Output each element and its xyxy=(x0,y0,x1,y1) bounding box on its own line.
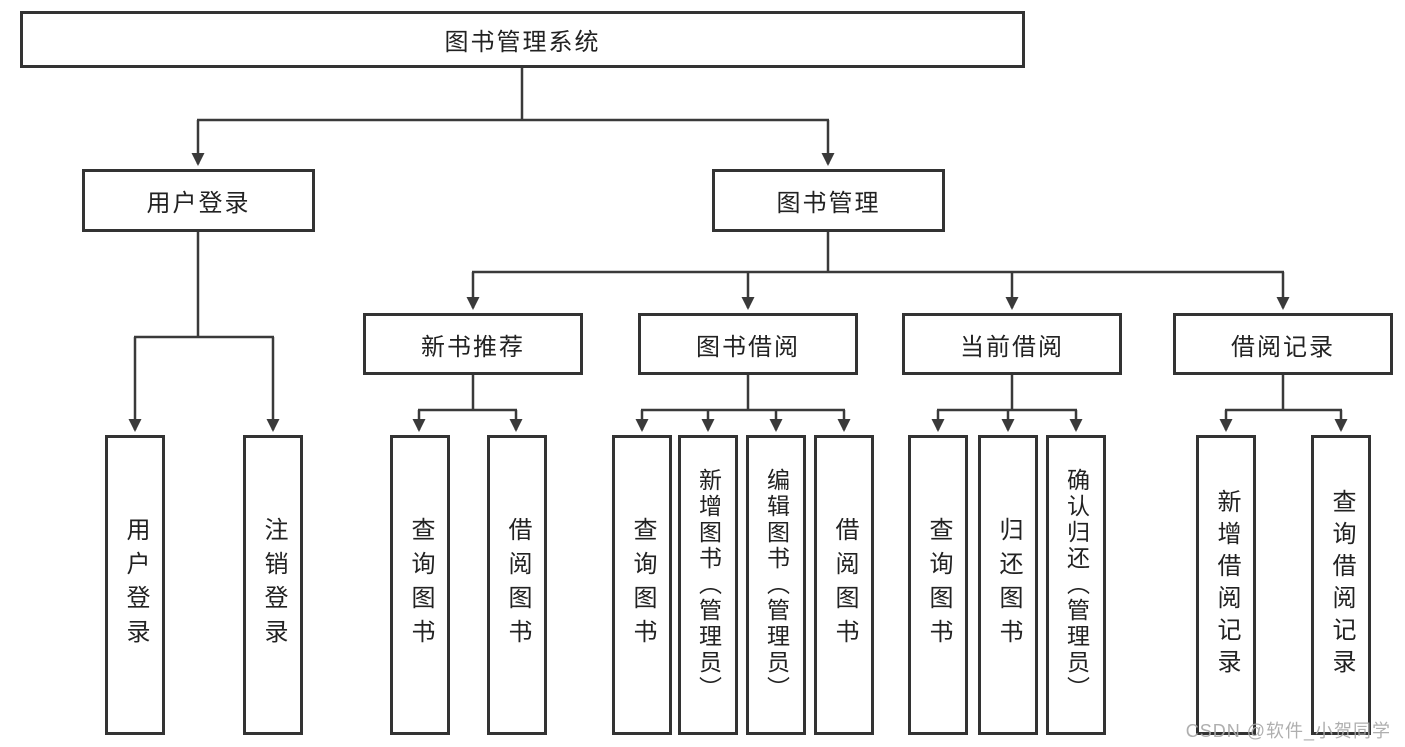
node-system-root: 图书管理系统 xyxy=(20,11,1025,68)
leaf-label: 确认归还（管理员） xyxy=(1063,468,1090,702)
leaf-label: 借阅图书 xyxy=(831,517,858,653)
leaf-add-books-admin: 新增图书（管理员） xyxy=(678,435,738,735)
leaf-query-borrow-record: 查询借阅记录 xyxy=(1311,435,1371,735)
node-book-borrowing: 图书借阅 xyxy=(638,313,858,375)
node-borrowing-records: 借阅记录 xyxy=(1173,313,1393,375)
leaf-user-login: 用户登录 xyxy=(105,435,165,735)
leaf-label: 借阅图书 xyxy=(504,517,531,653)
leaf-label: 查询图书 xyxy=(407,517,434,653)
leaf-label: 归还图书 xyxy=(995,517,1022,653)
leaf-label: 用户登录 xyxy=(122,517,149,653)
node-new-book-recommendation: 新书推荐 xyxy=(363,313,583,375)
leaf-query-books-borrowing: 查询图书 xyxy=(612,435,672,735)
leaf-edit-books-admin: 编辑图书（管理员） xyxy=(746,435,806,735)
leaf-label: 查询图书 xyxy=(629,517,656,653)
node-current-borrowing: 当前借阅 xyxy=(902,313,1122,375)
leaf-return-books: 归还图书 xyxy=(978,435,1038,735)
leaf-label: 新增图书（管理员） xyxy=(695,468,722,702)
leaf-add-borrow-record: 新增借阅记录 xyxy=(1196,435,1256,735)
leaf-logout: 注销登录 xyxy=(243,435,303,735)
leaf-query-books-recommend: 查询图书 xyxy=(390,435,450,735)
leaf-borrow-books-recommend: 借阅图书 xyxy=(487,435,547,735)
leaf-label: 注销登录 xyxy=(260,517,287,653)
csdn-watermark: CSDN @软件_小贺同学 xyxy=(1185,721,1391,741)
leaf-label: 编辑图书（管理员） xyxy=(763,468,790,702)
leaf-borrow-books: 借阅图书 xyxy=(814,435,874,735)
leaf-label: 查询图书 xyxy=(925,517,952,653)
leaf-query-books-current: 查询图书 xyxy=(908,435,968,735)
leaf-confirm-return-admin: 确认归还（管理员） xyxy=(1046,435,1106,735)
leaf-label: 新增借阅记录 xyxy=(1213,489,1240,681)
node-user-login: 用户登录 xyxy=(82,169,315,232)
leaf-label: 查询借阅记录 xyxy=(1328,489,1355,681)
node-book-management: 图书管理 xyxy=(712,169,945,232)
